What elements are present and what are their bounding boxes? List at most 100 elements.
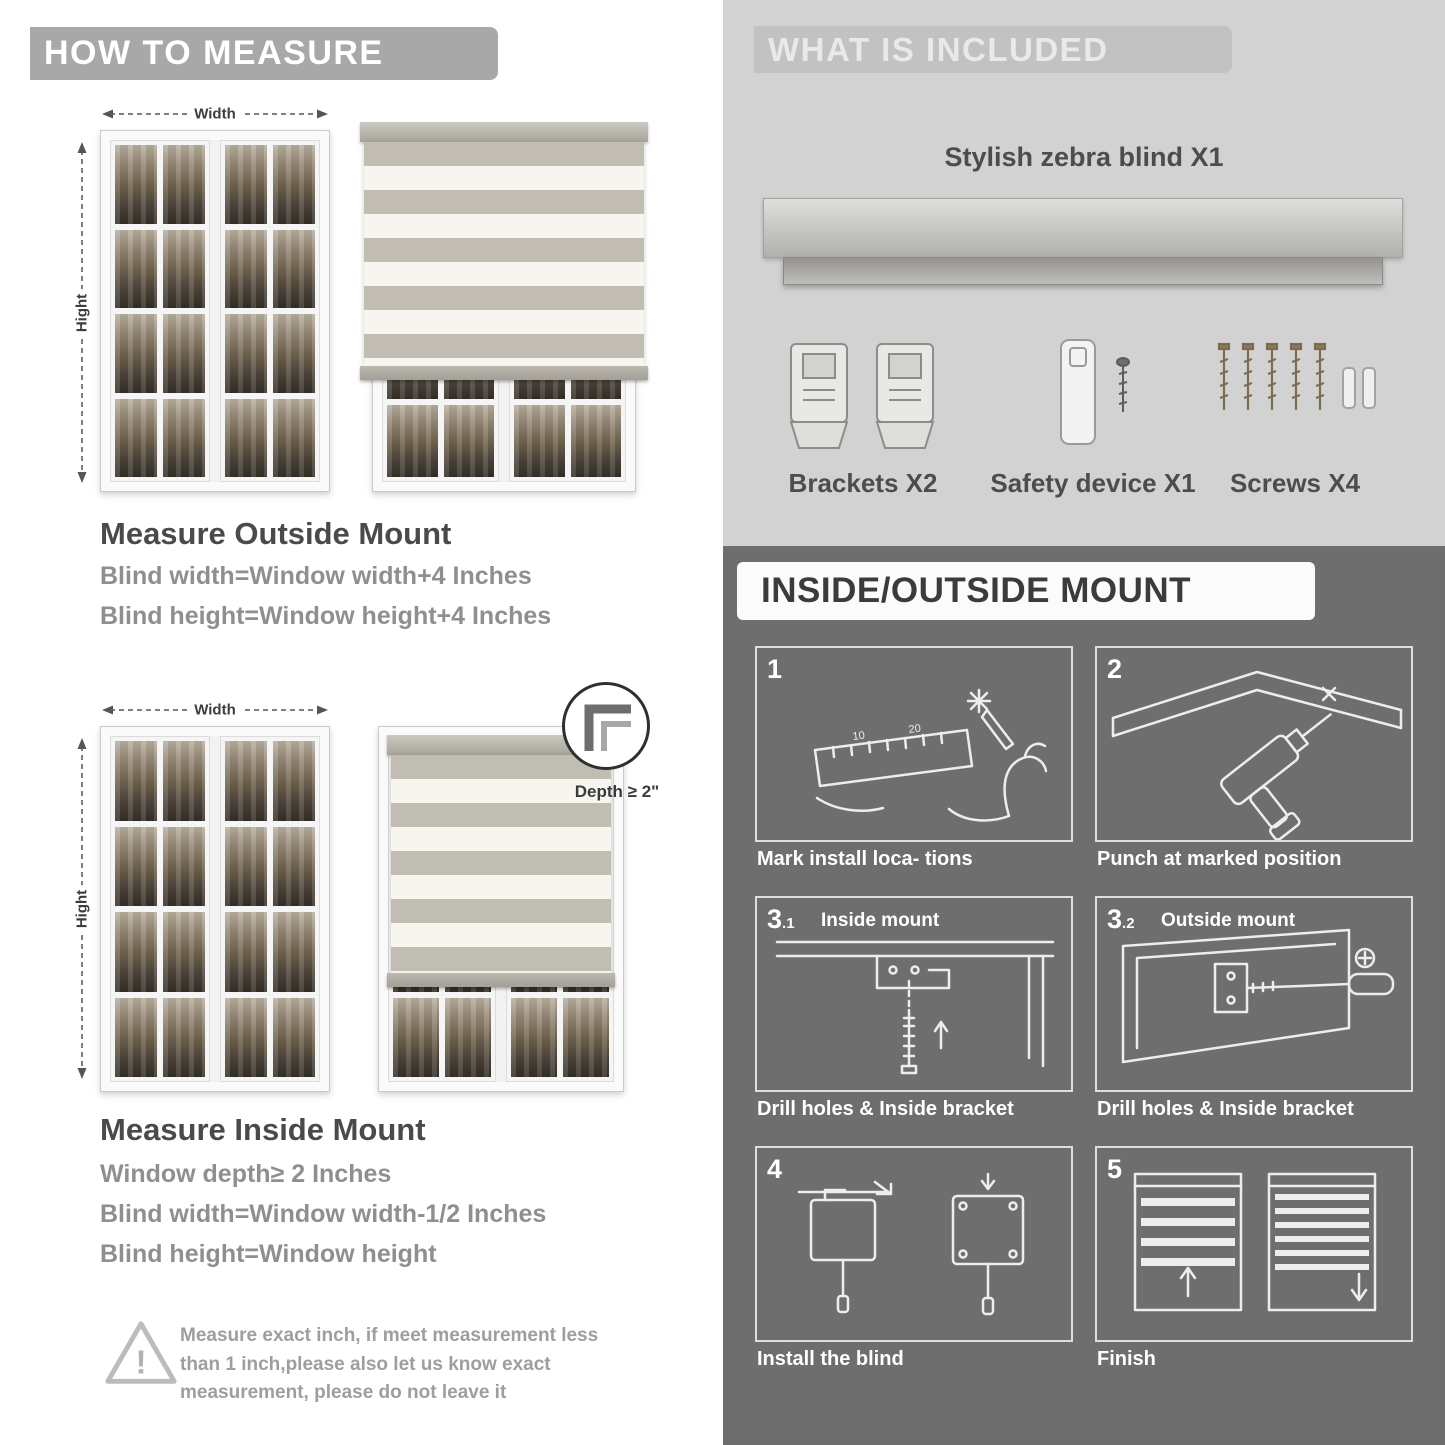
window-pane — [225, 997, 267, 1077]
window-pane — [445, 997, 491, 1077]
height-arrow-outside: Hight — [73, 140, 91, 485]
step-2-box: 2 — [1095, 646, 1413, 842]
step-5-illustration — [1133, 1172, 1377, 1312]
window-pane — [115, 229, 157, 308]
inside-formula-width: Blind width=Window width-1/2 Inches — [100, 1200, 547, 1228]
window-corner-icon — [584, 704, 631, 751]
step-inner-label: Outside mount — [1161, 910, 1296, 931]
window-pane — [163, 741, 205, 821]
svg-text:20: 20 — [908, 723, 922, 736]
window-pane — [273, 314, 315, 393]
window-pane — [163, 145, 205, 224]
window-pane — [163, 314, 205, 393]
step-number: 4 — [767, 1154, 783, 1184]
screws-label: Screws X4 — [1229, 468, 1361, 498]
step-3-2-caption: Drill holes & Inside bracket — [1097, 1098, 1354, 1120]
window-pane — [225, 314, 267, 393]
step-3-2-box: 3.2 Outside mount — [1095, 896, 1413, 1092]
product-label: Stylish zebra blind X1 — [944, 142, 1224, 172]
blind-headrail-lip — [783, 257, 1383, 285]
blind-cassette — [387, 735, 615, 755]
step-3-1-illustration — [775, 940, 1055, 1075]
window-sash — [220, 736, 320, 1082]
safety-device-icon — [1060, 339, 1130, 445]
window-pane — [115, 912, 157, 992]
mount-header: INSIDE/OUTSIDE MOUNT — [737, 562, 1315, 620]
step-1-illustration: 10 20 — [813, 688, 1048, 822]
window-pane — [570, 405, 621, 477]
blind-cassette — [360, 122, 648, 142]
step-4-caption: Install the blind — [757, 1348, 904, 1370]
inside-mount-title: Measure Inside Mount — [100, 1112, 426, 1147]
how-to-measure-header: HOW TO MEASURE — [30, 27, 498, 80]
window-pane — [225, 912, 267, 992]
window-pane — [393, 997, 439, 1077]
blind-bottom-rail — [387, 973, 615, 987]
step-3-2-illustration — [1121, 928, 1395, 1064]
blind-stripes — [364, 142, 644, 366]
height-arrow-inside: Hight — [73, 736, 91, 1081]
window-pane — [273, 997, 315, 1077]
step-number: 1 — [767, 654, 783, 684]
window-illustration-inside — [100, 726, 330, 1092]
window-pane — [115, 314, 157, 393]
step-number: 3.1 — [767, 904, 795, 934]
step-3-1-box: 3.1 Inside mount — [755, 896, 1073, 1092]
step-inner-label: Inside mount — [821, 910, 940, 931]
step-3-1-caption: Drill holes & Inside bracket — [757, 1098, 1014, 1120]
step-number: 2 — [1107, 654, 1123, 684]
window-sash — [220, 140, 320, 482]
window-pane — [511, 997, 557, 1077]
step-number: 3.2 — [1107, 904, 1135, 934]
safety-device-label: Safety device X1 — [990, 468, 1196, 498]
window-pane — [225, 398, 267, 477]
step-1-caption: Mark install loca- tions — [757, 848, 973, 870]
what-is-included-header: WHAT IS INCLUDED — [754, 26, 1232, 73]
step-number: 5 — [1107, 1154, 1123, 1184]
window-pane — [225, 826, 267, 906]
inside-formula-height: Blind height=Window height — [100, 1240, 437, 1268]
step-5-box: 5 — [1095, 1146, 1413, 1342]
outside-mount-title: Measure Outside Mount — [100, 516, 452, 551]
window-pane — [163, 997, 205, 1077]
window-pane — [115, 741, 157, 821]
blind-headrail-image — [763, 198, 1403, 258]
what-is-included-panel: WHAT IS INCLUDED Stylish zebra blind X1 — [723, 0, 1445, 546]
depth-callout-circle — [562, 682, 650, 770]
width-arrow-inside: Width — [100, 701, 330, 719]
window-pane — [273, 398, 315, 477]
window-pane — [225, 229, 267, 308]
window-pane — [443, 405, 494, 477]
window-pane — [273, 741, 315, 821]
window-illustration-outside — [100, 130, 330, 492]
svg-text:!: ! — [135, 1344, 146, 1381]
blind-illustration-outside — [360, 122, 648, 492]
measurement-warning-text: Measure exact inch, if meet measurement … — [180, 1325, 599, 1403]
window-pane — [225, 741, 267, 821]
zebra-blind — [360, 122, 648, 380]
window-sash — [110, 140, 210, 482]
width-label: Width — [189, 105, 241, 123]
window-pane — [273, 145, 315, 224]
width-label: Width — [189, 701, 241, 719]
window-pane — [115, 145, 157, 224]
outside-formula-height: Blind height=Window height+4 Inches — [100, 602, 552, 630]
window-pane — [163, 912, 205, 992]
window-pane — [273, 229, 315, 308]
step-1-box: 1 10 20 — [755, 646, 1073, 842]
window-pane — [163, 229, 205, 308]
window-pane — [115, 997, 157, 1077]
svg-text:10: 10 — [852, 730, 866, 743]
brackets-label: Brackets X2 — [788, 468, 938, 498]
outside-formula-width: Blind width=Window width+4 Inches — [100, 562, 532, 590]
brackets-icon — [789, 343, 935, 449]
blind-illustration-inside — [378, 726, 624, 1092]
window-pane — [115, 398, 157, 477]
depth-callout-label: Depth ≥ 2" — [574, 782, 660, 801]
double-arrow-icon — [102, 705, 328, 715]
blind-stripes — [391, 755, 611, 973]
screws-icon — [1217, 342, 1376, 410]
width-arrow-outside: Width — [100, 105, 330, 123]
window-sash — [110, 736, 210, 1082]
window-pane — [514, 405, 565, 477]
